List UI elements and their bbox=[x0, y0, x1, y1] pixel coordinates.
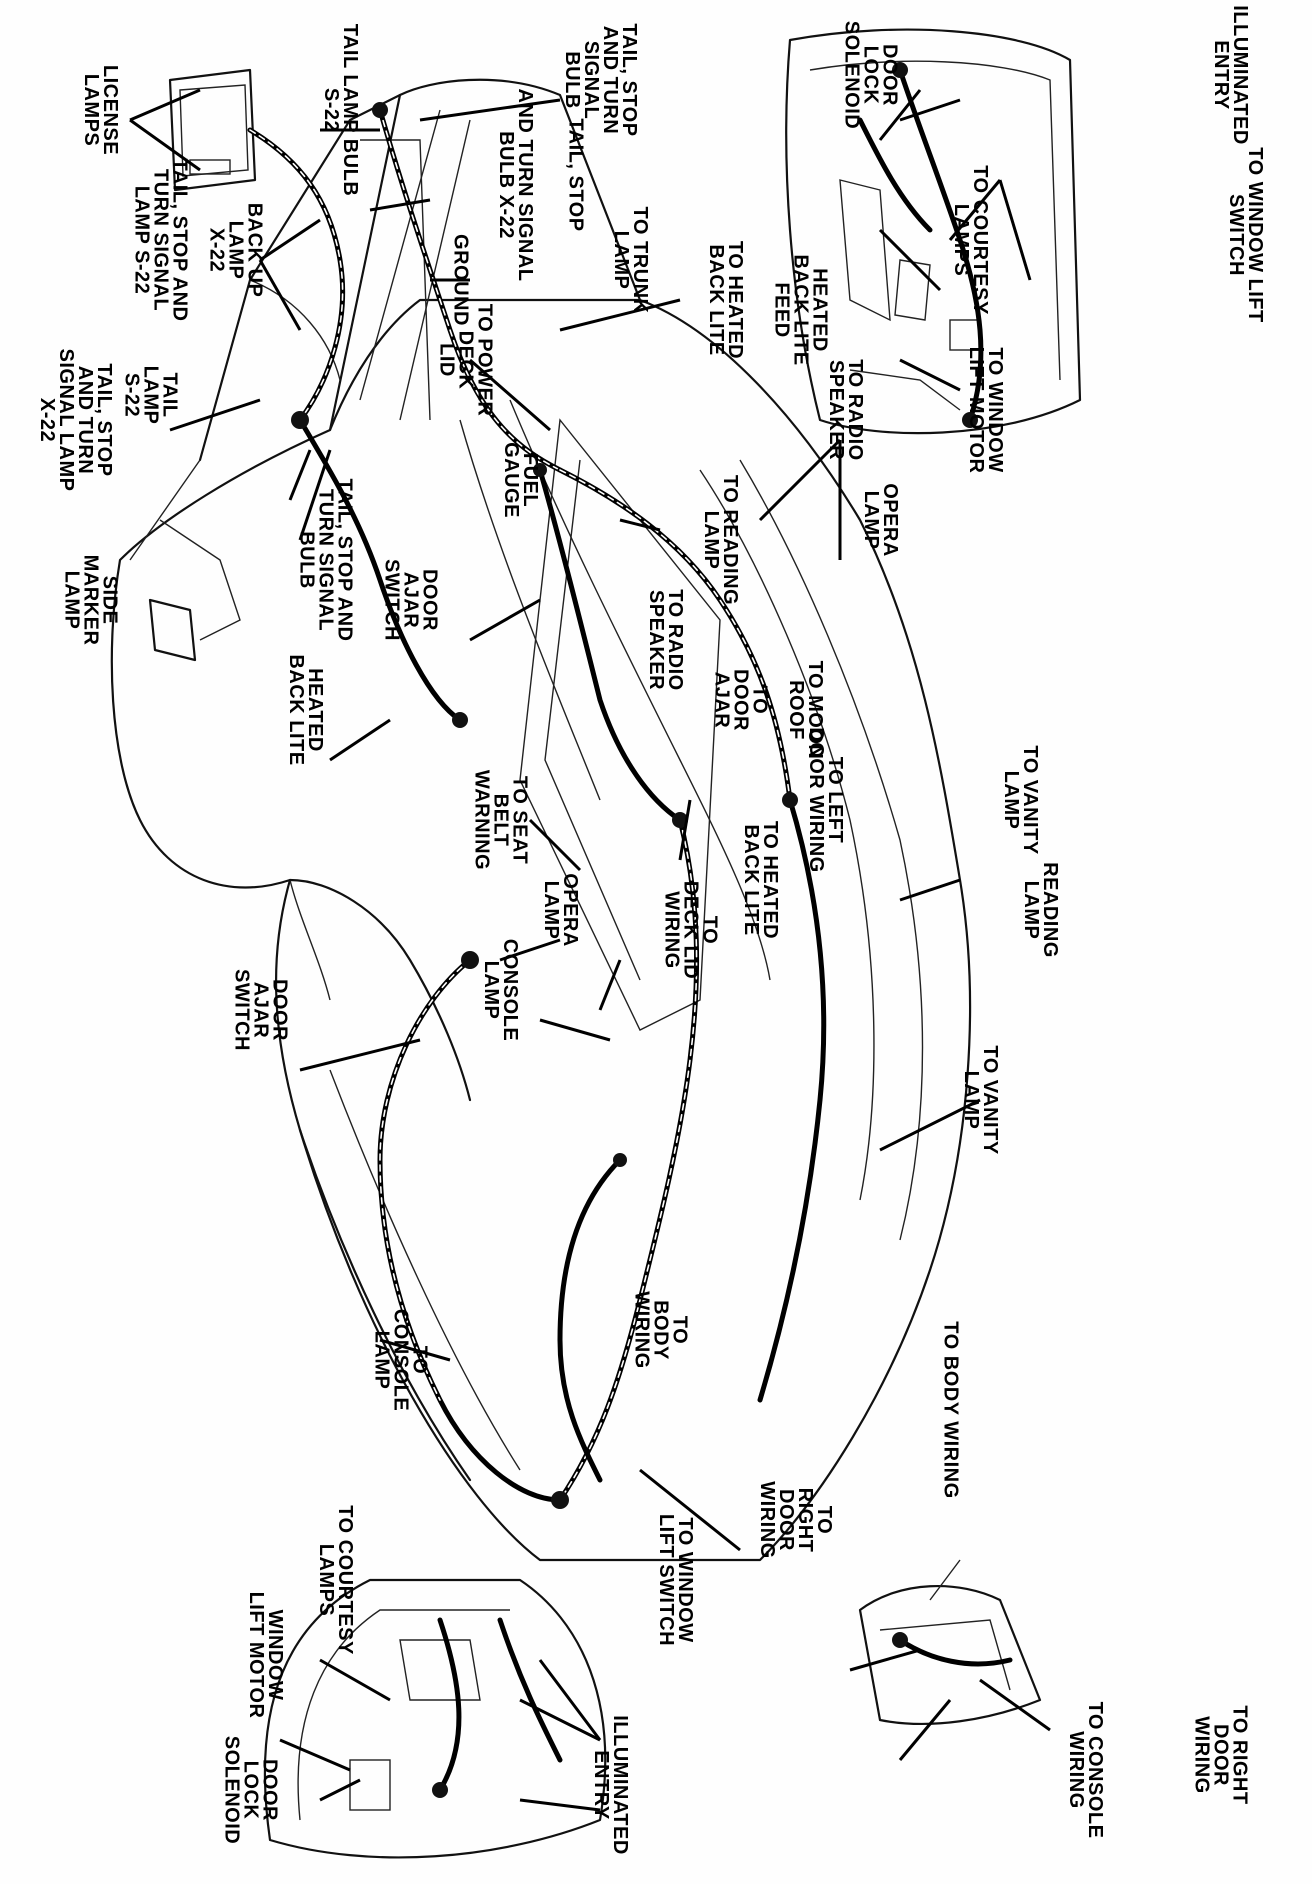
label-door-ajar-switch-upper: DOOR AJAR SWITCH bbox=[380, 559, 441, 641]
label-to-right-door-wiring-center: TO RIGHT DOOR WIRING bbox=[756, 1481, 835, 1559]
label-to-body-wiring-right: TO BODY WIRING bbox=[939, 1321, 962, 1499]
wiring-harness bbox=[247, 67, 1013, 1793]
label-back-up-lamp-x22: BACK UP LAMP X-22 bbox=[205, 202, 266, 298]
label-opera-lamp-upper: OPERA LAMP bbox=[860, 483, 901, 557]
label-to-vanity-lamp-lower: TO VANITY LAMP bbox=[960, 1045, 1001, 1155]
label-to-console-wiring: TO CONSOLE WIRING bbox=[1065, 1701, 1106, 1839]
label-fuel-gauge: FUEL GAUGE bbox=[500, 442, 541, 518]
label-window-lift-motor-lower: WINDOW LIFT MOTOR bbox=[245, 1591, 286, 1719]
label-to-reading-lamp: TO READING LAMP bbox=[700, 474, 741, 606]
label-to-console-lamp: TO CONSOLE LAMP bbox=[370, 1308, 431, 1412]
label-to-window-lift-switch-lower: TO WINDOW LIFT SWITCH bbox=[655, 1513, 696, 1647]
label-door-lock-solenoid-lower: DOOR LOCK SOLENOID bbox=[220, 1735, 281, 1845]
car-body-outline bbox=[110, 78, 972, 1562]
label-to-courtesy-lamps-upper: TO COURTESY LAMPS bbox=[950, 165, 991, 315]
label-to-heated-back-lite: TO HEATED BACK LITE bbox=[705, 240, 746, 360]
label-to-trunk-lamp: TO TRUNK LAMP bbox=[610, 206, 651, 314]
label-to-radio-speaker-lower: TO RADIO SPEAKER bbox=[645, 589, 686, 691]
right-door-panel-upper bbox=[785, 28, 1082, 435]
label-to-courtesy-lamps-lower: TO COURTESY LAMPS bbox=[315, 1505, 356, 1655]
label-illuminated-entry-upper: ILLUMINATED ENTRY bbox=[1210, 5, 1251, 145]
label-to-body-wiring-center: TO BODY WIRING bbox=[630, 1291, 691, 1369]
label-to-heated-back-lite-lower: TO HEATED BACK LITE bbox=[740, 820, 781, 940]
connectors bbox=[291, 62, 978, 1798]
label-tail-stop-turn-signal-lamp-x22: TAIL, STOP AND TURN SIGNAL LAMP X-22 bbox=[36, 348, 115, 492]
label-to-power-deck-lid: TO POWER DECK LID bbox=[435, 303, 496, 417]
callout-leader-lines bbox=[129, 88, 1051, 1812]
license-lamp-housing bbox=[168, 68, 257, 192]
label-tail-stop: TAIL, STOP bbox=[564, 118, 587, 232]
left-door-panel-lower bbox=[263, 1578, 607, 1859]
label-illuminated-entry-lower: ILLUMINATED ENTRY bbox=[590, 1715, 631, 1855]
label-license-lamps: LICENSE LAMPS bbox=[80, 64, 121, 156]
label-to-radio-speaker-upper: TO RADIO SPEAKER bbox=[825, 359, 866, 461]
label-side-marker-lamp: SIDE MARKER LAMP bbox=[60, 554, 121, 646]
label-opera-lamp-lower: OPERA LAMP bbox=[540, 873, 581, 947]
kick-panel-inset bbox=[858, 1559, 1042, 1725]
label-console-lamp: CONSOLE LAMP bbox=[480, 938, 521, 1042]
label-tail-lamp-bulb-s22: TAIL LAMP BULB S-22 bbox=[320, 23, 361, 197]
label-to-right-door-wiring-right: TO RIGHT DOOR WIRING bbox=[1190, 1705, 1251, 1805]
label-door-ajar-switch-lower: DOOR AJAR SWITCH bbox=[230, 969, 291, 1051]
label-to-left-door-wiring: TO LEFT DOOR WIRING bbox=[805, 727, 846, 873]
label-and-turn-signal-bulb-x22: AND TURN SIGNAL BULB X-22 bbox=[495, 88, 536, 282]
label-to-window-lift-switch-upper: TO WINDOW LIFT SWITCH bbox=[1225, 147, 1266, 323]
label-tail-stop-turn-signal-lamp-s22: TAIL, STOP AND TURN SIGNAL LAMP S-22 bbox=[130, 158, 191, 322]
label-tail-lamp-s22: TAIL LAMP S-22 bbox=[120, 365, 181, 425]
label-to-vanity-lamp-upper: TO VANITY LAMP bbox=[1000, 745, 1041, 855]
label-door-lock-solenoid-upper: DOOR LOCK SOLENOID bbox=[840, 20, 901, 130]
label-heated-back-lite: HEATED BACK LITE bbox=[285, 654, 326, 766]
label-to-deck-lid-wiring: TO DECK LID WIRING bbox=[660, 880, 721, 980]
label-tail-stop-turn-signal-bulb-lower: TAIL, STOP AND TURN SIGNAL BULB bbox=[295, 478, 356, 642]
label-to-door-ajar: TO DOOR AJAR bbox=[710, 669, 771, 731]
label-reading-lamp: READING LAMP bbox=[1020, 862, 1061, 958]
label-to-seat-belt-warning: TO SEAT BELT WARNING bbox=[470, 769, 531, 871]
label-to-window-lift-motor-upper: TO WINDOW LIFT MOTOR bbox=[965, 346, 1006, 474]
label-heated-back-lite-feed: HEATED BACK LITE FEED bbox=[770, 254, 831, 366]
